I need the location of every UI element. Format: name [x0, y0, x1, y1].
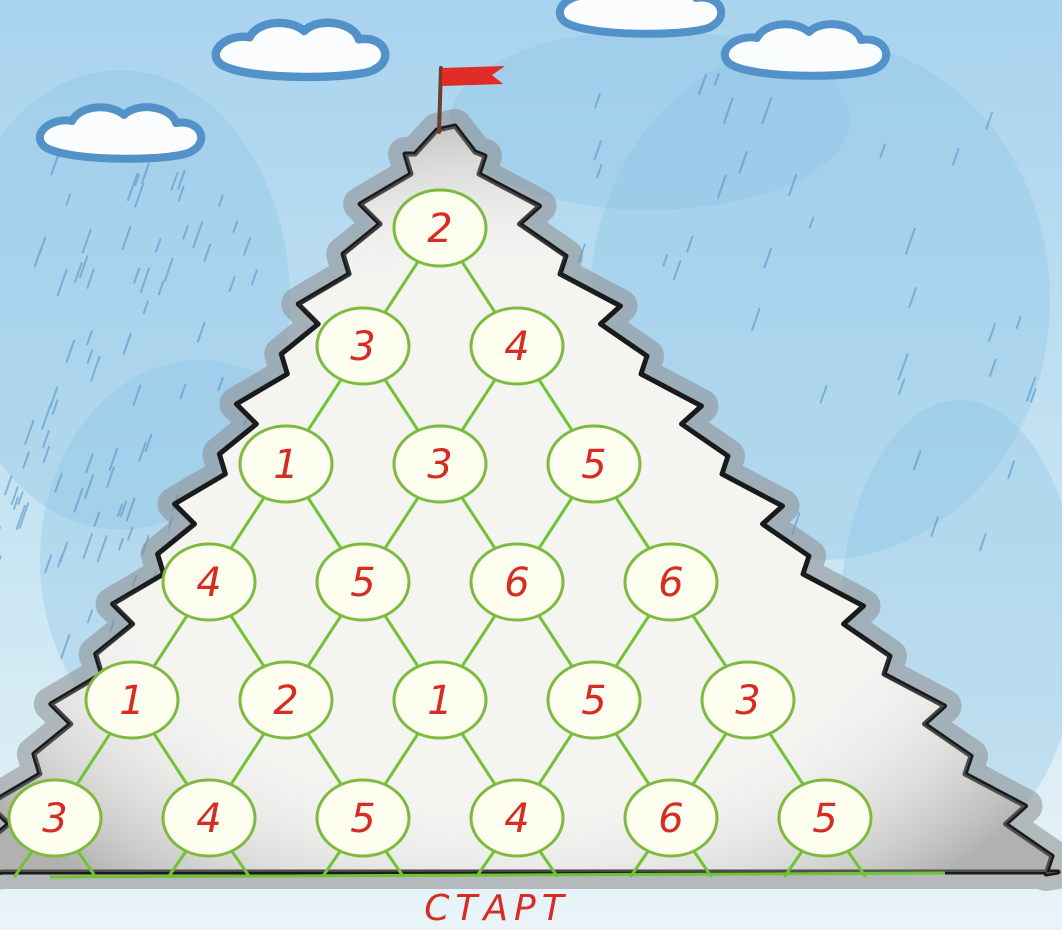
cloud-icon [560, 0, 721, 34]
number-node[interactable]: 4 [163, 544, 255, 620]
number-node[interactable]: 4 [163, 780, 255, 856]
node-number: 4 [504, 324, 529, 370]
number-node[interactable]: 2 [240, 662, 332, 738]
node-number: 1 [119, 678, 144, 724]
number-node[interactable]: 6 [625, 780, 717, 856]
node-number: 5 [350, 796, 375, 842]
node-number: 6 [504, 560, 529, 606]
node-number: 2 [427, 206, 452, 252]
number-node[interactable]: 3 [702, 662, 794, 738]
number-node[interactable]: 5 [779, 780, 871, 856]
number-node[interactable]: 1 [240, 426, 332, 502]
node-number: 1 [273, 442, 298, 488]
number-node[interactable]: 6 [471, 544, 563, 620]
number-node[interactable]: 1 [394, 662, 486, 738]
node-number: 1 [427, 678, 452, 724]
number-node[interactable]: 3 [394, 426, 486, 502]
node-number: 3 [735, 678, 760, 724]
number-node[interactable]: 5 [317, 544, 409, 620]
number-node[interactable]: 5 [548, 426, 640, 502]
node-number: 5 [581, 442, 606, 488]
node-number: 5 [350, 560, 375, 606]
number-node[interactable]: 5 [317, 780, 409, 856]
number-node[interactable]: 2 [394, 190, 486, 266]
start-label: СТАРТ [424, 888, 569, 929]
node-number: 4 [504, 796, 529, 842]
node-number: 5 [812, 796, 837, 842]
number-node[interactable]: 1 [86, 662, 178, 738]
node-number: 2 [273, 678, 298, 724]
flag-pole [439, 68, 441, 132]
node-number: 4 [196, 796, 221, 842]
number-node[interactable]: 4 [471, 780, 563, 856]
node-number: 3 [427, 442, 452, 488]
number-node[interactable]: 5 [548, 662, 640, 738]
node-number: 4 [196, 560, 221, 606]
node-number: 5 [581, 678, 606, 724]
node-number: 3 [42, 796, 67, 842]
node-number: 6 [658, 560, 683, 606]
number-node[interactable]: 3 [317, 308, 409, 384]
number-node[interactable]: 4 [471, 308, 563, 384]
number-node[interactable]: 3 [9, 780, 101, 856]
node-number: 3 [350, 324, 375, 370]
number-node[interactable]: 6 [625, 544, 717, 620]
node-number: 6 [658, 796, 683, 842]
